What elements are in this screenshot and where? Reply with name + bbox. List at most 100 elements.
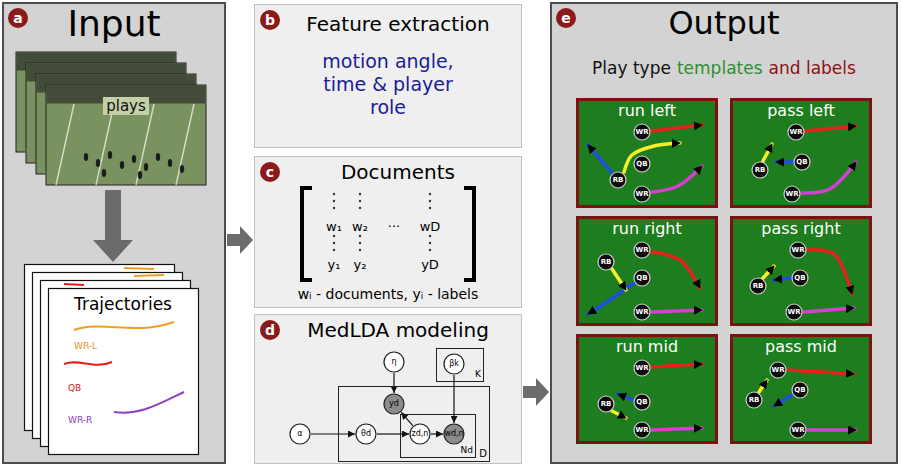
player-role: RB xyxy=(753,283,764,290)
node-circle xyxy=(444,424,464,444)
player-marker: WR xyxy=(785,303,803,321)
text-slot: pass right xyxy=(730,219,872,238)
ellipsis-dot xyxy=(429,207,431,209)
player-route xyxy=(652,428,702,430)
panel-title: Input xyxy=(67,3,160,44)
node-circle xyxy=(634,360,650,376)
player-route xyxy=(612,411,626,418)
node-circle xyxy=(792,382,808,398)
text-slot: RB xyxy=(749,277,767,295)
player-route xyxy=(618,394,633,400)
documents-panel: Documents wᵢ - documents, yᵢ - labels xyxy=(254,156,522,308)
matrix-bracket xyxy=(302,188,312,280)
play-template: WRQBRBWRpass left xyxy=(730,98,872,208)
player-marker: RB xyxy=(749,277,767,295)
text-slot: WR xyxy=(785,303,803,321)
player-marker: RB xyxy=(751,161,769,179)
player-figure xyxy=(132,155,136,163)
variable-node: η xyxy=(383,351,405,373)
player-role: WR xyxy=(771,367,784,374)
trajectory-trace xyxy=(124,268,154,269)
panel-title: Documents xyxy=(341,160,455,184)
callout-letter: e xyxy=(556,8,576,28)
player-route xyxy=(763,144,772,161)
player-role: RB xyxy=(749,397,760,404)
feature-list: motion angle, time & player role xyxy=(322,50,453,118)
text-slot: WR xyxy=(769,361,787,379)
flow-arrow xyxy=(523,378,549,406)
player-figure xyxy=(108,151,112,159)
template-title: run mid xyxy=(616,337,678,356)
text-slot: K xyxy=(475,362,481,381)
player-marker: WR xyxy=(633,185,651,203)
text-slot: RB xyxy=(609,171,627,189)
illustration xyxy=(16,52,210,188)
play-template: WRQBRBWRrun mid xyxy=(576,334,718,444)
text-slot: QB xyxy=(633,269,651,287)
player-marker: RB xyxy=(597,253,615,271)
trajectory-trace xyxy=(134,275,164,276)
player-role: QB xyxy=(636,399,647,406)
ellipsis-dot xyxy=(429,242,431,244)
ellipsis-dot xyxy=(359,235,361,237)
matrix-entry: wD xyxy=(420,219,441,234)
dependency-arrow xyxy=(311,433,355,434)
node-circle xyxy=(634,394,650,410)
panel-title: Feature extraction xyxy=(306,12,489,36)
text-slot: Play type xyxy=(592,58,671,78)
trajectory-trace xyxy=(64,362,112,365)
node-circle xyxy=(598,396,614,412)
player-marker: WR xyxy=(633,359,651,377)
player-role: WR xyxy=(635,247,648,254)
text-slot: WR xyxy=(787,123,805,141)
text-slot: Feature extraction xyxy=(278,12,518,36)
text-slot: RB xyxy=(751,161,769,179)
matrix-caption: wᵢ - documents, yᵢ - labels xyxy=(298,286,479,302)
player-marker: WR xyxy=(789,421,807,439)
text-slot: βk xyxy=(443,353,465,375)
matrix-entry: y₂ xyxy=(354,257,367,272)
player-route xyxy=(652,310,702,312)
card-title: Trajectories xyxy=(74,294,172,314)
player-role: WR xyxy=(791,427,804,434)
player-marker: QB xyxy=(791,269,809,287)
player-route xyxy=(806,126,856,131)
player-route xyxy=(808,250,852,294)
panel-fill xyxy=(2,2,226,464)
text-slot: RB xyxy=(597,253,615,271)
player-figure xyxy=(84,153,88,161)
player-role: WR xyxy=(635,129,648,136)
ellipsis-dot xyxy=(333,200,335,202)
variable-node: βk xyxy=(443,353,465,375)
player-role: WR xyxy=(635,427,648,434)
player-route xyxy=(588,283,634,314)
player-route xyxy=(774,278,791,280)
callout-letter: c xyxy=(260,162,280,182)
variable-name: η xyxy=(391,358,396,366)
player-figure xyxy=(138,171,142,179)
label-slot: w₁ xyxy=(304,216,364,235)
flow-arrow xyxy=(93,190,133,262)
node-circle xyxy=(356,424,376,444)
node-circle xyxy=(792,270,808,286)
text-slot: motion angle, time & player role xyxy=(318,50,458,118)
ellipsis-dot xyxy=(359,207,361,209)
variable-node: yd xyxy=(383,393,405,415)
player-figure xyxy=(156,153,160,161)
trajectory-card xyxy=(49,289,199,455)
label-slot: d xyxy=(260,320,280,340)
label-slot: e xyxy=(556,8,576,28)
play-template: WRQBRBWRrun right xyxy=(576,216,718,326)
player-route xyxy=(624,143,680,172)
player-role: RB xyxy=(601,259,612,266)
variable-name: zd,n xyxy=(412,430,429,438)
node-circle xyxy=(634,422,650,438)
player-role: WR xyxy=(635,191,648,198)
matrix-entry: w₁ xyxy=(326,219,342,234)
player-role: WR xyxy=(789,129,802,136)
player-figure xyxy=(120,161,124,169)
ellipsis-dot xyxy=(429,193,431,195)
panel-title: MedLDA modeling xyxy=(307,318,489,342)
player-route xyxy=(808,428,856,432)
text-slot: WR xyxy=(633,185,651,203)
